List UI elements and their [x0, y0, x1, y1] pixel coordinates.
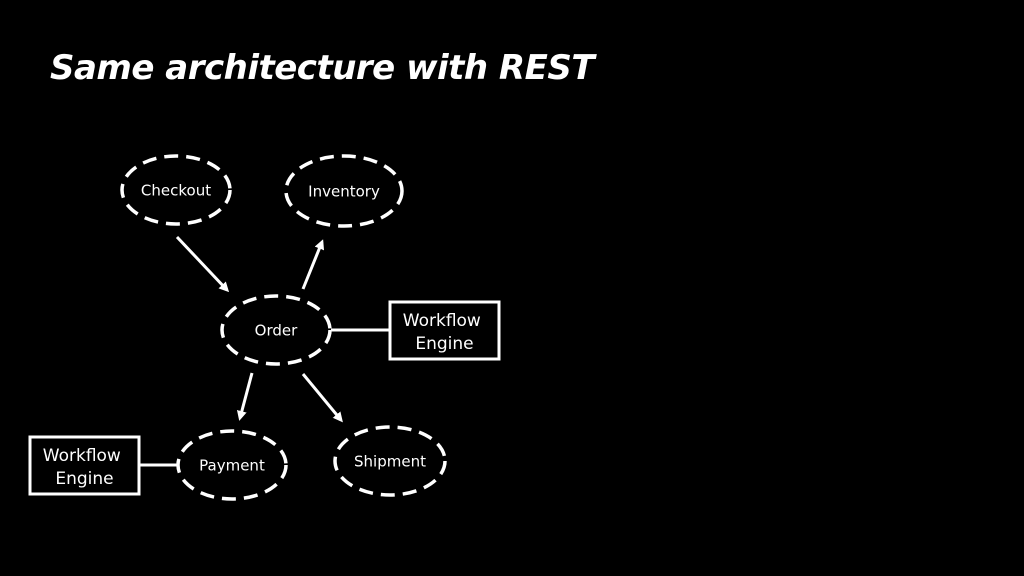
workflow-engine-order-line-2: Engine: [415, 334, 473, 354]
node-shipment-shape: [333, 425, 447, 497]
node-inventory-label: Inventory: [308, 183, 380, 201]
edge-order-to-inventory: [301, 239, 325, 290]
node-payment-shape: [176, 429, 288, 501]
node-checkout-label: Checkout: [141, 182, 211, 200]
node-order: Order: [220, 294, 332, 366]
edge-order-to-shipment: [301, 373, 343, 423]
edge-order-to-payment: [236, 372, 254, 421]
node-shipment: Shipment: [333, 425, 447, 497]
workflow-engine-order-box: [388, 300, 501, 361]
node-order-shape: [220, 294, 332, 366]
node-checkout-shape: [120, 154, 232, 226]
node-inventory: Inventory: [284, 154, 404, 228]
workflow-engine-payment-line-1: Workflow: [43, 446, 121, 466]
edge-checkout-to-order: [175, 235, 230, 293]
workflow-engine-payment: Workflow Engine: [28, 435, 141, 496]
workflow-engine-payment-label: Workflow Engine: [43, 446, 126, 489]
node-payment-label: Payment: [199, 457, 265, 475]
workflow-engine-payment-box: [28, 435, 141, 496]
node-payment: Payment: [176, 429, 288, 501]
workflow-engine-order: Workflow Engine: [388, 300, 501, 361]
slide-title: Same architecture with REST: [50, 48, 595, 88]
node-inventory-shape: [284, 154, 404, 228]
node-checkout: Checkout: [120, 154, 232, 226]
workflow-engine-order-label: Workflow Engine: [403, 311, 486, 354]
node-shipment-label: Shipment: [354, 453, 426, 471]
workflow-engine-order-line-1: Workflow: [403, 311, 481, 331]
node-order-label: Order: [255, 322, 298, 340]
workflow-engine-payment-line-2: Engine: [55, 469, 113, 489]
